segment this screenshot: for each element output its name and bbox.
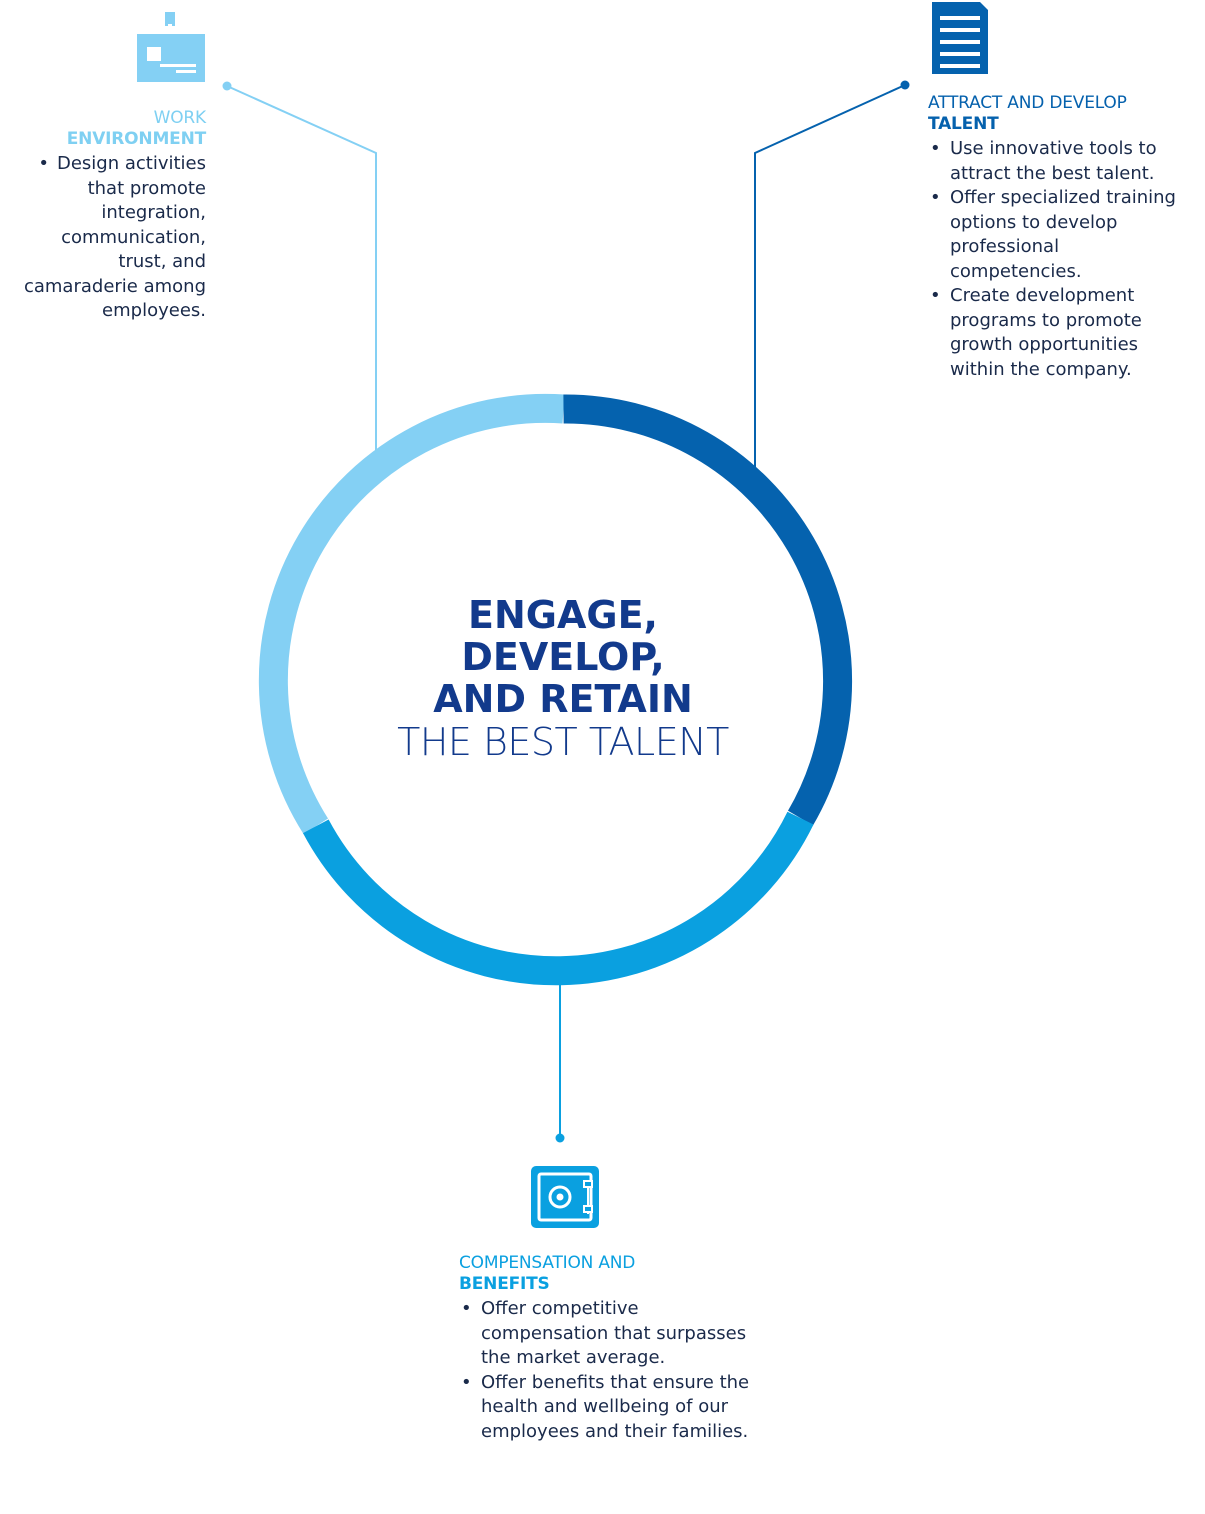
connector-dot-talent: [900, 80, 910, 90]
work-environment-bullet: Design activities that promote integrati…: [20, 152, 206, 324]
center-title: ENGAGE, DEVELOP, AND RETAIN THE BEST TAL…: [363, 594, 763, 764]
center-title-line-4: THE BEST TALENT: [397, 720, 729, 764]
talent-bullets: Use innovative tools to attract the best…: [928, 137, 1188, 382]
compensation-bullet: Offer competitive compensation that surp…: [459, 1297, 759, 1371]
connector-talent: [754, 84, 906, 468]
talent-panel: ATTRACT AND DEVELOP TALENT Use innovativ…: [928, 93, 1188, 382]
connector-dot-work: [222, 81, 232, 91]
center-title-line-1: ENGAGE,: [468, 593, 658, 637]
work-environment-panel: WORK ENVIRONMENT Design activities that …: [20, 108, 206, 324]
connector-dot-compensation: [555, 1133, 565, 1143]
connector-work: [226, 85, 377, 463]
talent-title-bold: TALENT: [928, 114, 999, 134]
center-title-line-3: AND RETAIN: [433, 677, 693, 721]
compensation-bullets: Offer competitive compensation that surp…: [459, 1297, 759, 1444]
talent-bullet: Offer specialized training options to de…: [928, 186, 1188, 284]
id-badge-icon: [137, 12, 205, 82]
center-title-line-2: DEVELOP,: [461, 635, 665, 679]
talent-heading: ATTRACT AND DEVELOP TALENT: [928, 93, 1188, 135]
talent-title-light: ATTRACT AND DEVELOP: [928, 93, 1127, 113]
talent-bullet: Create development programs to promote g…: [928, 284, 1188, 382]
document-icon: [932, 2, 988, 74]
compensation-title-bold: BENEFITS: [459, 1274, 550, 1294]
ring-segment-compensation: [302, 811, 814, 986]
talent-bullet: Use innovative tools to attract the best…: [928, 137, 1188, 186]
work-environment-bullets: Design activities that promote integrati…: [20, 152, 206, 324]
safe-icon: [531, 1166, 599, 1228]
ring-segment-talent: [563, 394, 853, 826]
compensation-title-light: COMPENSATION AND: [459, 1253, 636, 1273]
ring-segment-work: [258, 393, 565, 835]
work-environment-heading: WORK ENVIRONMENT: [20, 108, 206, 150]
compensation-heading: COMPENSATION AND BENEFITS: [459, 1253, 759, 1295]
compensation-bullet: Offer benefits that ensure the health an…: [459, 1371, 759, 1445]
compensation-panel: COMPENSATION AND BENEFITS Offer competit…: [459, 1253, 759, 1444]
work-environment-title-light: WORK: [153, 108, 207, 128]
work-environment-title-bold: ENVIRONMENT: [66, 129, 206, 149]
